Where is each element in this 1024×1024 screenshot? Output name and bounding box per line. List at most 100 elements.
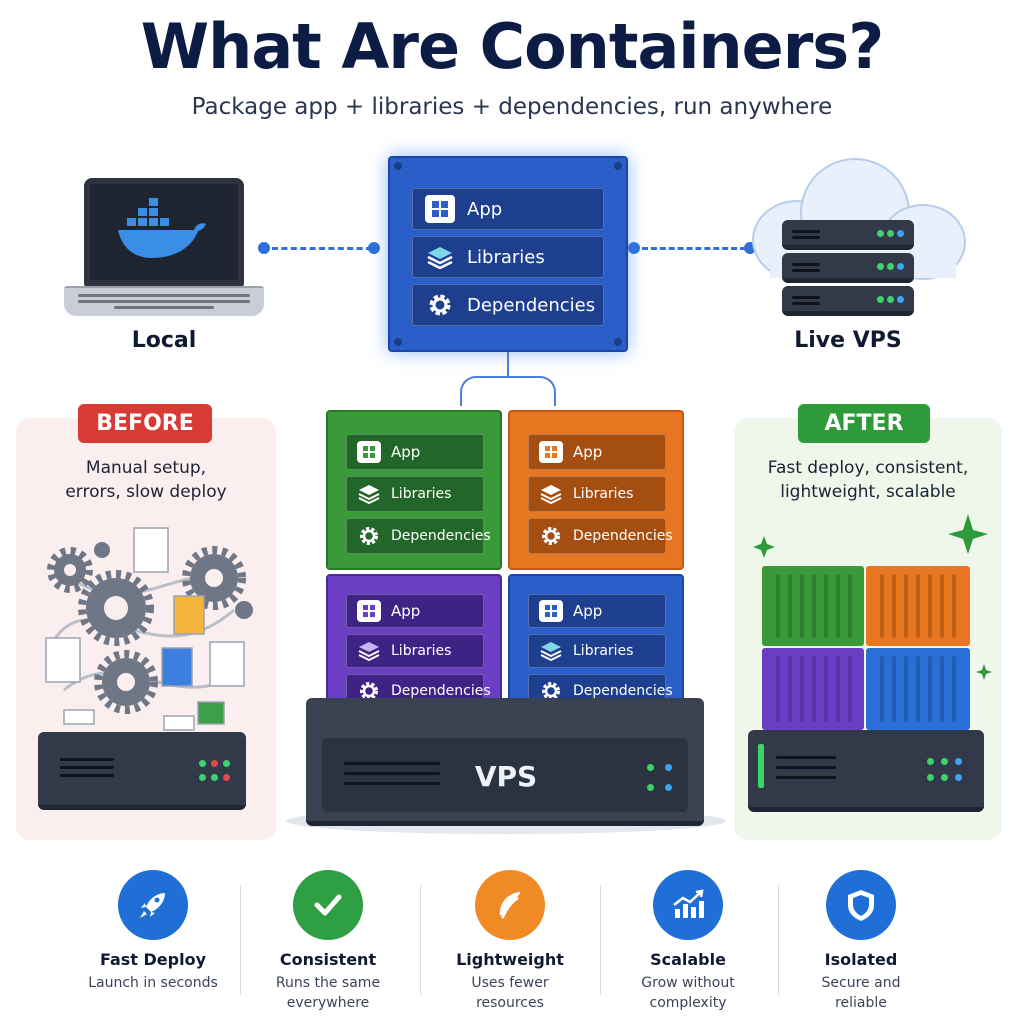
live-vps-label: Live VPS [794,328,902,353]
app-grid-icon [425,195,455,223]
layer-app-label: App [467,198,503,220]
layers-stack-icon [539,640,563,662]
layers-stack-icon [539,483,563,505]
layers-stack-icon [425,243,455,271]
layer-dependencies-label: Dependencies [467,294,596,316]
after-line-2: lightweight, scalable [780,482,956,502]
messy-setup-illustration [45,527,253,731]
feature-fast-deploy: Fast Deploy Launch in seconds [73,870,233,993]
growth-chart-icon [653,870,723,940]
mini-container-blue [866,648,970,730]
vps-server: VPS [306,698,704,826]
before-line-1: Manual setup, [85,458,207,478]
checkmark-icon [293,870,363,940]
app-grid-icon [357,441,381,463]
layer-app: App [412,188,604,230]
after-server [748,730,984,812]
green-container: App Libraries Dependencies [326,410,502,570]
divider [240,885,241,995]
connector-line-right [642,247,746,250]
layer-libraries: Libraries [346,634,484,668]
mini-container-purple [762,648,864,730]
after-description: Fast deploy, consistent, lightweight, sc… [734,456,1002,504]
connector-dot [258,242,270,254]
app-grid-icon [539,441,563,463]
layer-dependencies: Dependencies [412,284,604,326]
feature-isolated: Isolated Secure and reliable [781,870,941,1013]
local-label: Local [131,328,197,353]
divider [600,885,601,995]
layer-libraries-label: Libraries [391,643,452,659]
feature-name: Consistent [279,950,377,969]
layer-libraries: Libraries [346,476,484,512]
layer-app: App [346,594,484,628]
before-line-2: errors, slow deploy [65,482,227,502]
tree-connector [507,352,509,376]
feature-desc-line: Grow without [641,975,735,991]
before-server [38,732,246,810]
main-container: App Libraries Dependencies [388,156,628,352]
layer-libraries-label: Libraries [573,643,634,659]
feature-desc-line: Secure and [821,975,901,991]
connector-dot [628,242,640,254]
layer-dependencies: Dependencies [528,518,673,554]
app-grid-icon [357,600,381,622]
before-badge: BEFORE [78,404,212,443]
layer-libraries-label: Libraries [391,486,452,502]
layer-libraries: Libraries [528,634,666,668]
feature-desc: Uses fewer resources [430,973,590,1013]
live-server-unit [782,220,914,250]
connector-dot [368,242,380,254]
layer-app: App [528,434,666,470]
page-title: What Are Containers? [140,10,884,83]
layer-app-label: App [573,602,603,620]
tree-connector-branch [460,376,556,406]
live-server-unit [782,253,914,283]
layer-app: App [346,434,484,470]
page-subtitle: Package app + libraries + dependencies, … [191,94,833,120]
gear-icon [539,525,563,547]
layers-stack-icon [357,640,381,662]
connector-line-left [272,247,372,250]
layer-libraries-label: Libraries [573,486,634,502]
gear-icon [425,291,455,319]
mini-container-green [762,566,864,646]
after-line-1: Fast deploy, consistent, [767,458,969,478]
live-server-unit [782,286,914,316]
feature-desc-line: Runs the same [275,975,381,991]
feature-desc: Launch in seconds [88,975,218,991]
feature-name: Isolated [824,950,898,969]
mini-container-orange [866,566,970,646]
layers-stack-icon [357,483,381,505]
divider [778,885,779,995]
gear-icon [357,525,381,547]
feature-name: Fast Deploy [99,950,207,969]
laptop-keyboard [64,286,264,316]
layer-libraries: Libraries [412,236,604,278]
layer-libraries-label: Libraries [467,246,545,268]
feature-desc-line: Uses fewer [471,975,549,991]
feature-desc-line: resources [476,995,544,1011]
layer-app-label: App [573,443,603,461]
after-badge: AFTER [798,404,930,443]
feature-desc-line: reliable [835,995,887,1011]
before-description: Manual setup, errors, slow deploy [16,456,276,504]
layer-dependencies-label: Dependencies [391,528,491,544]
vps-label: VPS [474,760,538,793]
sparkle-icon [753,514,992,680]
feature-desc: Secure and reliable [781,973,941,1013]
layer-dependencies-label: Dependencies [573,683,673,699]
feature-desc-line: complexity [649,995,727,1011]
feature-desc: Grow without complexity [608,973,768,1013]
laptop-icon [84,178,244,286]
layer-app-label: App [391,602,421,620]
layer-app-label: App [391,443,421,461]
layer-dependencies-label: Dependencies [391,683,491,699]
app-grid-icon [539,600,563,622]
layer-dependencies: Dependencies [346,518,491,554]
orange-container: App Libraries Dependencies [508,410,684,570]
